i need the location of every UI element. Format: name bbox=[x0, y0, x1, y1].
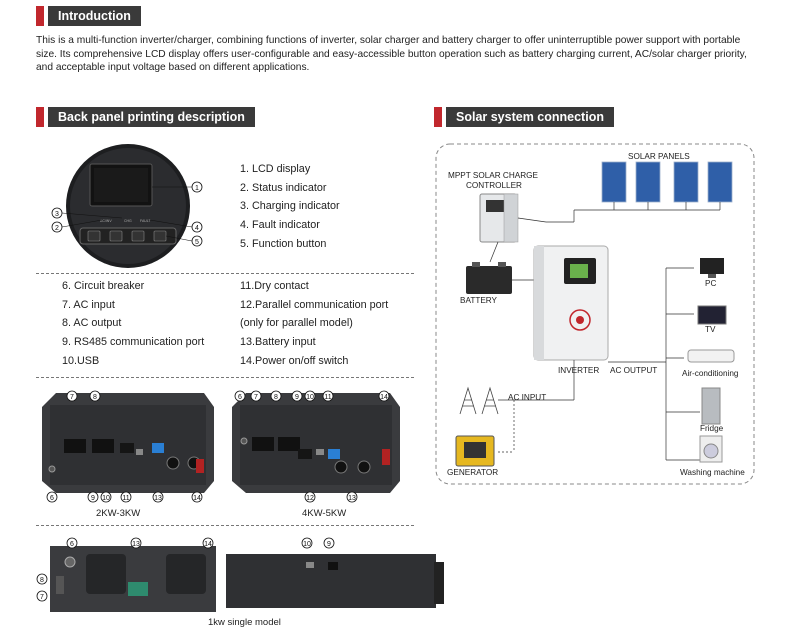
intro-header: Introduction bbox=[36, 6, 141, 26]
svg-text:13: 13 bbox=[132, 541, 140, 548]
label-tv: TV bbox=[705, 325, 716, 334]
list-item: 7. AC input bbox=[62, 298, 115, 311]
header-accent-bar bbox=[434, 107, 442, 127]
svg-text:11: 11 bbox=[122, 495, 129, 502]
list-item: 12.Parallel communication port bbox=[240, 298, 389, 311]
svg-text:1: 1 bbox=[195, 185, 199, 192]
list-item: 5. Function button bbox=[240, 237, 327, 250]
label-mppt-2: CONTROLLER bbox=[466, 181, 522, 190]
svg-text:13: 13 bbox=[154, 495, 162, 502]
svg-text:13: 13 bbox=[348, 495, 356, 502]
label-ac-output: AC OUTPUT bbox=[610, 366, 658, 375]
svg-text:8: 8 bbox=[40, 577, 44, 584]
svg-text:4: 4 bbox=[195, 225, 199, 232]
divider bbox=[36, 525, 414, 526]
rear-items-right: 11.Dry contact 12.Parallel communication… bbox=[240, 277, 388, 371]
solar-header: Solar system connection bbox=[434, 107, 614, 127]
svg-text:9: 9 bbox=[295, 394, 299, 401]
label-ac-input: AC INPUT bbox=[508, 393, 547, 402]
svg-text:14: 14 bbox=[380, 394, 388, 401]
solar-title: Solar system connection bbox=[446, 107, 614, 127]
svg-text:7: 7 bbox=[254, 394, 258, 401]
list-item: 3. Charging indicator bbox=[240, 200, 340, 213]
label-solar-panels: SOLAR PANELS bbox=[628, 152, 690, 161]
label-pc: PC bbox=[705, 279, 717, 288]
back-panel-title: Back panel printing description bbox=[48, 107, 255, 127]
list-item: (only for parallel model) bbox=[240, 317, 353, 330]
label-fridge: Fridge bbox=[700, 424, 724, 433]
back-panel-header: Back panel printing description bbox=[36, 107, 255, 127]
list-item: 6. Circuit breaker bbox=[62, 280, 145, 292]
svg-text:6: 6 bbox=[238, 394, 242, 401]
list-item: 13.Battery input bbox=[240, 336, 316, 349]
list-item: 11.Dry contact bbox=[240, 280, 309, 292]
single-model-illustration: 6 13 14 8 7 10 9 bbox=[36, 537, 444, 612]
svg-text:10: 10 bbox=[306, 394, 314, 401]
list-item: 1. LCD display bbox=[240, 163, 311, 175]
led-label-fault: FAULT bbox=[140, 219, 151, 223]
led-label-acinv: AC/INV bbox=[100, 219, 112, 223]
svg-text:10: 10 bbox=[102, 495, 110, 502]
label-washing-machine: Washing machine bbox=[680, 468, 745, 477]
header-accent-bar bbox=[36, 107, 44, 127]
svg-text:8: 8 bbox=[274, 394, 278, 401]
svg-text:6: 6 bbox=[70, 541, 74, 548]
svg-text:7: 7 bbox=[40, 594, 44, 601]
header-accent-bar bbox=[36, 6, 44, 26]
svg-text:9: 9 bbox=[327, 541, 331, 548]
svg-text:5: 5 bbox=[195, 239, 199, 246]
list-item: 14.Power on/off switch bbox=[240, 354, 349, 367]
svg-text:11: 11 bbox=[324, 394, 331, 401]
front-panel-illustration: AC/INV CHG FAULT 1 3 2 4 5 bbox=[40, 144, 220, 274]
svg-text:14: 14 bbox=[204, 541, 212, 548]
divider bbox=[36, 377, 414, 378]
intro-title: Introduction bbox=[48, 6, 141, 26]
list-item: 9. RS485 communication port bbox=[62, 336, 205, 349]
rear-panel-illustrations: 7 8 6 9 10 11 13 14 6 7 8 9 10 11 14 12 … bbox=[42, 390, 400, 503]
front-items-list: 1. LCD display 2. Status indicator 3. Ch… bbox=[240, 160, 340, 254]
list-item: 4. Fault indicator bbox=[240, 219, 320, 232]
label-mppt-1: MPPT SOLAR CHARGE bbox=[448, 171, 538, 180]
rear-items-left: 6. Circuit breaker 7. AC input 8. AC out… bbox=[62, 277, 204, 371]
svg-text:6: 6 bbox=[50, 495, 54, 502]
label-generator: GENERATOR bbox=[447, 468, 499, 477]
divider bbox=[36, 273, 414, 274]
led-label-chg: CHG bbox=[124, 219, 132, 223]
svg-text:3: 3 bbox=[55, 211, 59, 218]
caption-1kw: 1kw single model bbox=[208, 617, 281, 628]
svg-text:9: 9 bbox=[91, 495, 95, 502]
label-battery: BATTERY bbox=[460, 296, 498, 305]
solar-diagram bbox=[435, 143, 755, 485]
caption-4kw: 4KW-5KW bbox=[302, 508, 347, 519]
svg-text:12: 12 bbox=[306, 495, 314, 502]
list-item: 10.USB bbox=[62, 354, 100, 367]
label-air-conditioning: Air-conditioning bbox=[682, 369, 739, 378]
svg-text:7: 7 bbox=[70, 394, 74, 401]
intro-text: This is a multi-function inverter/charge… bbox=[36, 35, 747, 73]
caption-2kw: 2KW-3KW bbox=[96, 508, 141, 519]
list-item: 2. Status indicator bbox=[240, 181, 327, 194]
svg-text:14: 14 bbox=[193, 495, 201, 502]
svg-text:2: 2 bbox=[55, 225, 59, 232]
svg-text:8: 8 bbox=[93, 394, 97, 401]
list-item: 8. AC output bbox=[62, 317, 122, 330]
label-inverter: INVERTER bbox=[558, 366, 600, 375]
svg-text:10: 10 bbox=[303, 541, 311, 548]
